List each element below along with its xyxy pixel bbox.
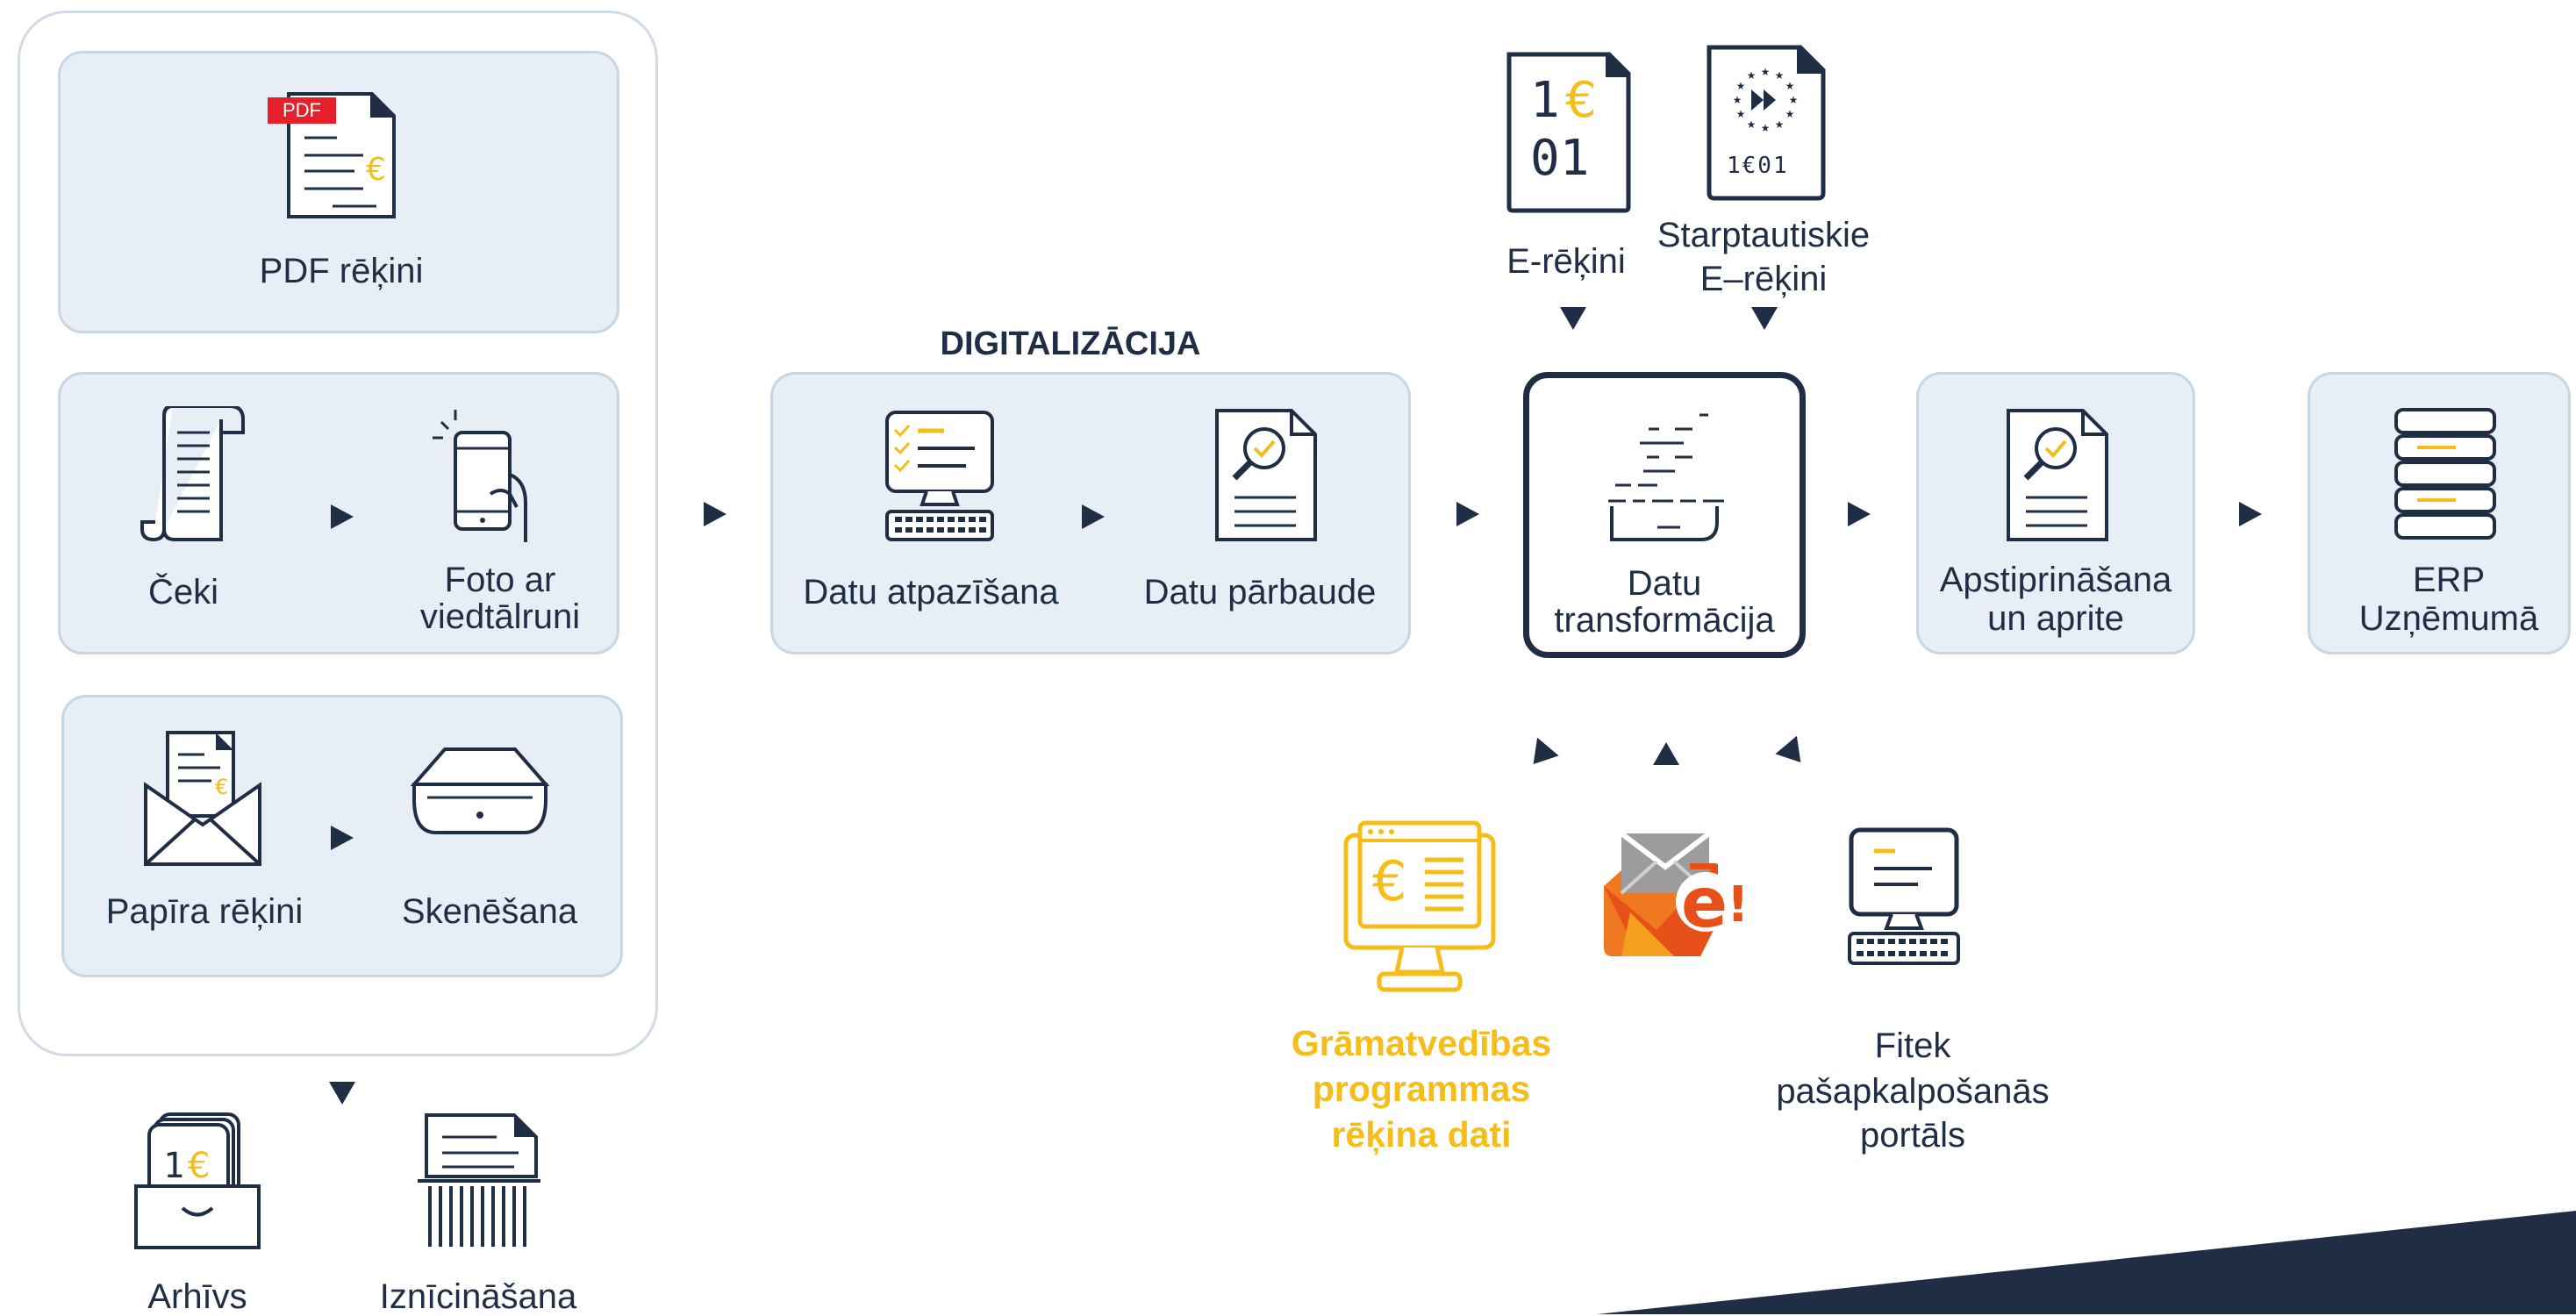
- mail-envelope-invoice-icon: €: [141, 724, 264, 873]
- intl-label-line1: Starptautiskie: [1657, 216, 1871, 254]
- intl-label-line2: E–rēķini: [1699, 260, 1828, 298]
- accounting-computer-icon: €: [1341, 818, 1499, 997]
- svg-text:!: !: [1727, 876, 1750, 933]
- paper-scan-card[interactable]: € Papīra rēķini Skenēšana: [61, 695, 623, 977]
- transform-label-line1: Datu: [1627, 564, 1702, 603]
- flow-arrow-up-right: [1775, 735, 1812, 772]
- flow-arrow-up: [1653, 742, 1679, 765]
- svg-text:★: ★: [1736, 80, 1746, 92]
- flow-arrow-down: [1560, 307, 1586, 330]
- einvoice-glyph-2: 01: [1530, 130, 1590, 187]
- computer-checklist-icon: [883, 408, 997, 548]
- erp-label-line2: Uzņēmumā: [2358, 599, 2539, 638]
- intl-einvoice-document-icon: ★★★★ ★★★★ ★★★★: [1702, 44, 1827, 202]
- flow-arrow-right: [704, 502, 726, 526]
- accounting-label-line1: Grāmatvedības: [1291, 1023, 1552, 1063]
- receipt-icon: [138, 406, 252, 547]
- data-transform-icon: [1605, 408, 1728, 548]
- flow-arrow-down: [329, 1082, 355, 1105]
- scanning-label: Skenēšana: [401, 892, 578, 931]
- destroy-label: Iznīcināšana: [379, 1277, 577, 1316]
- svg-text:€: €: [1372, 849, 1406, 913]
- receipts-photo-card[interactable]: Čeki Foto ar viedtālruni: [58, 372, 619, 654]
- portal-label-line2: pašapkalpošanās: [1776, 1072, 2050, 1111]
- decorative-corner-wedge: [1597, 1211, 2576, 1314]
- accounting-label-line2: programmas: [1312, 1069, 1531, 1109]
- approval-label-line2: un aprite: [1987, 599, 2124, 638]
- digitalization-title: DIGITALIZĀCIJA: [940, 325, 1201, 362]
- svg-text:★: ★: [1736, 108, 1746, 120]
- flow-arrow-right: [331, 504, 354, 529]
- pdf-document-icon: €: [271, 85, 411, 225]
- paper-invoices-label: Papīra rēķini: [105, 892, 304, 931]
- einvoice-label: E-rēķini: [1506, 242, 1626, 281]
- database-stack-icon: [2391, 406, 2500, 547]
- pdf-badge: PDF: [268, 97, 336, 124]
- flow-arrow-right: [2239, 502, 2262, 526]
- svg-text:★: ★: [1747, 118, 1757, 131]
- svg-text:★: ★: [1747, 69, 1757, 82]
- svg-text:★: ★: [1761, 122, 1771, 134]
- svg-text:€: €: [366, 152, 386, 188]
- archive-label: Arhīvs: [147, 1277, 247, 1316]
- erp-card[interactable]: ERP Uzņēmumā: [2308, 372, 2571, 654]
- scanner-icon: [410, 745, 550, 841]
- transform-card[interactable]: Datu transformācija: [1523, 372, 1806, 658]
- photo-label-line2: viedtālruni: [419, 597, 581, 636]
- svg-text:e: e: [1681, 864, 1728, 943]
- intl-glyph: 1€01: [1727, 153, 1789, 179]
- document-magnifier-icon: [1208, 406, 1322, 547]
- flow-arrow-right: [331, 826, 354, 850]
- portal-label-line1: Fitek: [1874, 1026, 1951, 1065]
- flow-arrow-right: [1848, 502, 1871, 526]
- flow-arrow-right: [1456, 502, 1479, 526]
- einvoice-document-icon: [1502, 51, 1632, 214]
- svg-text:★: ★: [1733, 94, 1742, 106]
- portal-label-line3: portāls: [1859, 1116, 1966, 1155]
- e-invoice-email-logo-icon: e !: [1595, 825, 1762, 965]
- flow-arrow-down: [1751, 307, 1778, 330]
- transform-label-line2: transformācija: [1554, 601, 1775, 640]
- svg-text:★: ★: [1775, 69, 1785, 82]
- portal-computer-icon: [1844, 826, 1964, 967]
- erp-label-line1: ERP: [2412, 561, 2486, 599]
- archive-box-icon: 1 €: [132, 1107, 263, 1256]
- svg-text:1: 1: [163, 1146, 184, 1186]
- approval-label-line1: Apstiprināšana: [1939, 561, 2172, 599]
- svg-text:★: ★: [1785, 108, 1795, 120]
- approval-card[interactable]: Apstiprināšana un aprite: [1916, 372, 2195, 654]
- svg-text:€: €: [188, 1146, 210, 1186]
- document-magnifier-icon: [2000, 406, 2114, 547]
- accounting-label-line3: rēķina dati: [1331, 1114, 1512, 1155]
- svg-text:★: ★: [1761, 66, 1771, 78]
- einvoice-glyph-1: 1: [1530, 72, 1560, 129]
- photo-label-line1: Foto ar: [444, 561, 556, 599]
- svg-text:★: ★: [1789, 94, 1799, 106]
- smartphone-photo-icon: [429, 406, 534, 547]
- pdf-invoices-card[interactable]: € PDF PDF rēķini: [58, 51, 619, 333]
- shredder-icon: [418, 1111, 540, 1251]
- flow-arrow-up-left: [1522, 737, 1559, 774]
- flow-arrow-right: [1082, 504, 1105, 529]
- recognition-label: Datu atpazīšana: [803, 573, 1059, 612]
- check-label: Datu pārbaude: [1143, 573, 1377, 612]
- digitalization-card[interactable]: Datu atpazīšana Datu pārbaude: [770, 372, 1411, 654]
- svg-text:★: ★: [1775, 118, 1785, 131]
- pdf-invoices-label: PDF rēķini: [259, 252, 424, 290]
- einvoice-glyph-euro: €: [1565, 72, 1597, 129]
- receipts-label: Čeki: [147, 573, 219, 612]
- svg-text:€: €: [215, 775, 228, 799]
- svg-text:★: ★: [1785, 80, 1795, 92]
